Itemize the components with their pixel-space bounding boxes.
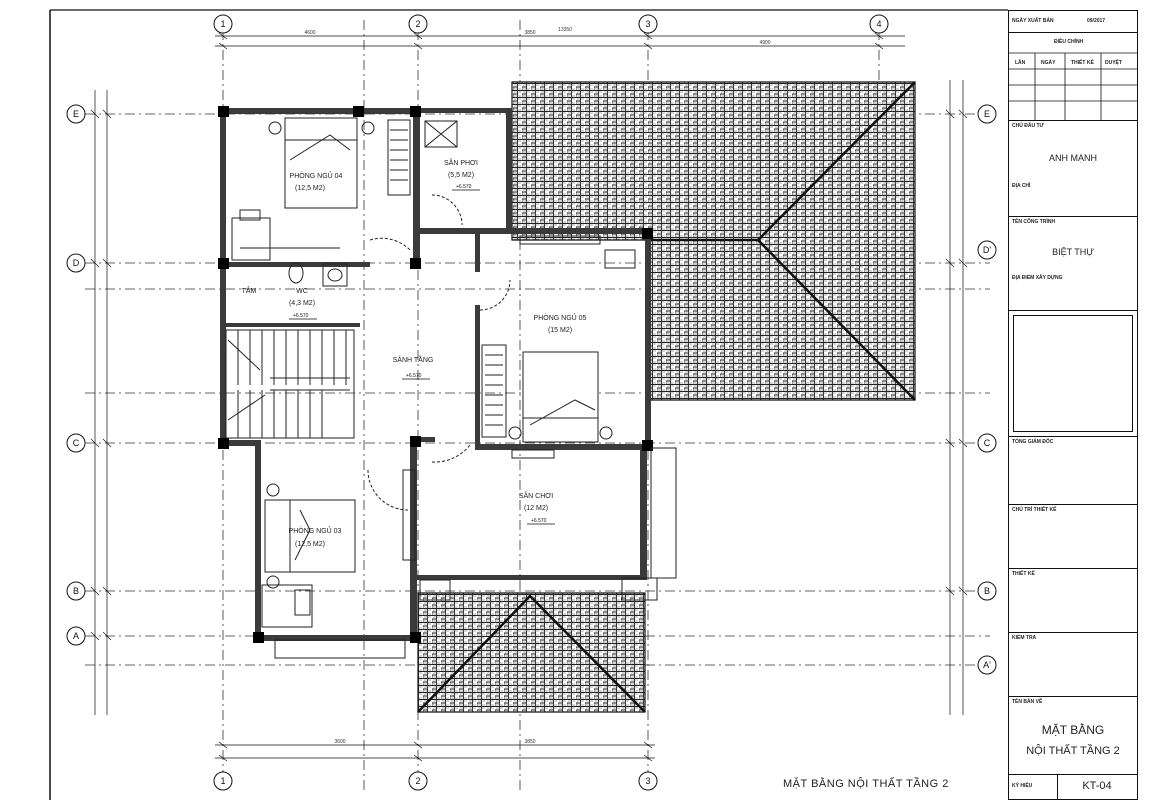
- design-section: THIẾT KẾ: [1009, 569, 1137, 633]
- date-row: NGÀY XUẤT BẢN 09/2017: [1009, 11, 1137, 33]
- date-label: NGÀY XUẤT BẢN: [1012, 18, 1054, 24]
- title-block: NGÀY XUẤT BẢN 09/2017 ĐIỀU CHỈNH LẦN NGÀ…: [1008, 10, 1138, 800]
- sheet-label: TÊN BẢN VẼ: [1012, 699, 1043, 705]
- check-section: KIỂM TRA: [1009, 633, 1137, 697]
- dimension-lines: [90, 32, 968, 762]
- axis-left-b: B: [73, 586, 79, 596]
- axis-top-1: 1: [220, 19, 225, 29]
- owner-label: CHỦ ĐẦU TƯ: [1012, 123, 1044, 129]
- room-area-sanchoi: (12 M2): [524, 505, 548, 512]
- dimension-values: 4600 3850 4900 13350 3600 3850: [304, 27, 770, 745]
- check-label: KIỂM TRA: [1012, 635, 1037, 641]
- dim-total-top: 13350: [558, 27, 572, 33]
- axis-right-b: B: [984, 586, 990, 596]
- room-area-pn05: (15 M2): [548, 327, 572, 334]
- director-section: TỔNG GIÁM ĐỐC: [1009, 437, 1137, 505]
- rev-col-thietke: THIẾT KẾ: [1071, 60, 1094, 66]
- sheet-title-2: NỘI THẤT TẦNG 2: [1026, 745, 1120, 757]
- level-mark: +6.570: [456, 184, 472, 190]
- room-labels: PHÒNG NGỦ 04 (12,5 M2) SÂN PHƠI (5,5 M2)…: [242, 158, 587, 548]
- axis-left-a: A: [73, 631, 79, 641]
- level-mark: +6.570: [531, 518, 547, 524]
- project-value: BIỆT THỰ: [1052, 247, 1094, 257]
- date-value: 09/2017: [1087, 18, 1106, 24]
- revision-label: ĐIỀU CHỈNH: [1054, 39, 1084, 45]
- room-name-sanhtang: SẢNH TẦNG: [393, 354, 434, 364]
- image-panel: [1009, 311, 1137, 437]
- room-area-pn03: (12,5 M2): [295, 541, 325, 548]
- code-label: KÝ HIỆU: [1012, 783, 1033, 789]
- owner-value: ANH MẠNH: [1048, 153, 1097, 163]
- lead-section: CHỦ TRÌ THIẾT KẾ: [1009, 505, 1137, 569]
- axis-left-d: D: [73, 258, 80, 268]
- axis-top-4: 4: [876, 19, 881, 29]
- dim-top-1: 4600: [304, 30, 315, 36]
- axis-top-2: 2: [415, 19, 420, 29]
- image-frame: [1013, 315, 1133, 432]
- dim-top-2: 3850: [524, 30, 535, 36]
- room-area-wc: (4,3 M2): [289, 300, 315, 307]
- code-section: KÝ HIỆU KT-04: [1009, 775, 1137, 799]
- rev-col-ngay: NGÀY: [1041, 60, 1056, 66]
- code-value: KT-04: [1082, 780, 1112, 792]
- walls: [220, 108, 651, 641]
- revision-table: ĐIỀU CHỈNH LẦN NGÀY THIẾT KẾ DUYỆT: [1009, 33, 1137, 121]
- axis-right-c: C: [984, 438, 991, 448]
- axis-bottom-2: 2: [415, 776, 420, 786]
- rev-col-lan: LẦN: [1015, 60, 1026, 66]
- roof-tiles: [417, 81, 916, 713]
- dim-top-3: 4900: [759, 40, 770, 46]
- axis-right-d: D': [983, 245, 991, 255]
- room-name-pn04: PHÒNG NGỦ 04: [290, 171, 343, 180]
- axis-left-e: E: [73, 109, 79, 119]
- sheet-title-section: TÊN BẢN VẼ MẶT BẰNG NỘI THẤT TẦNG 2: [1009, 697, 1137, 775]
- room-name-sanphoi: SÂN PHƠI: [444, 158, 478, 167]
- level-marks: +6.570 +6.570 +6.570 +6.570: [293, 184, 547, 524]
- axis-left-c: C: [73, 438, 80, 448]
- level-mark: +6.570: [406, 373, 422, 379]
- dim-bottom-2: 3850: [524, 739, 535, 745]
- revision-grid: [1009, 52, 1137, 121]
- room-name-tam: TẮM: [242, 286, 257, 295]
- level-mark: +6.570: [293, 313, 309, 319]
- room-area-sanphoi: (5,5 M2): [448, 172, 474, 179]
- axis-right-e: E: [984, 109, 990, 119]
- project-label: TÊN CÔNG TRÌNH: [1012, 219, 1056, 225]
- design-label: THIẾT KẾ: [1012, 571, 1035, 577]
- room-name-wc: WC: [296, 288, 308, 295]
- site-label: ĐỊA ĐIỂM XÂY DỰNG: [1012, 275, 1063, 281]
- room-name-pn03: PHÒNG NGỦ 03: [289, 526, 342, 535]
- furniture: [225, 117, 677, 659]
- sheet-title-1: MẶT BẰNG: [1041, 723, 1105, 737]
- room-name-pn05: PHÒNG NGỦ 05: [534, 313, 587, 322]
- room-name-sanchoi: SÂN CHƠI: [519, 491, 553, 500]
- axis-right-a: A': [983, 660, 991, 670]
- axis-bubbles: [66, 14, 997, 791]
- drawing-caption: MẶT BẰNG NỘI THẤT TẦNG 2: [783, 778, 949, 790]
- director-label: TỔNG GIÁM ĐỐC: [1012, 439, 1054, 445]
- axis-bottom-3: 3: [645, 776, 650, 786]
- columns: [218, 106, 653, 643]
- rev-col-duyet: DUYỆT: [1105, 60, 1122, 66]
- dim-bottom-1: 3600: [334, 739, 345, 745]
- axis-bottom-1: 1: [220, 776, 225, 786]
- address-label: ĐỊA CHỈ: [1012, 183, 1031, 189]
- lead-label: CHỦ TRÌ THIẾT KẾ: [1012, 507, 1057, 513]
- project-section: TÊN CÔNG TRÌNH BIỆT THỰ ĐỊA ĐIỂM XÂY DỰN…: [1009, 217, 1137, 311]
- axis-top-3: 3: [645, 19, 650, 29]
- owner-section: CHỦ ĐẦU TƯ ANH MẠNH ĐỊA CHỈ: [1009, 121, 1137, 217]
- room-area-pn04: (12,5 M2): [295, 185, 325, 192]
